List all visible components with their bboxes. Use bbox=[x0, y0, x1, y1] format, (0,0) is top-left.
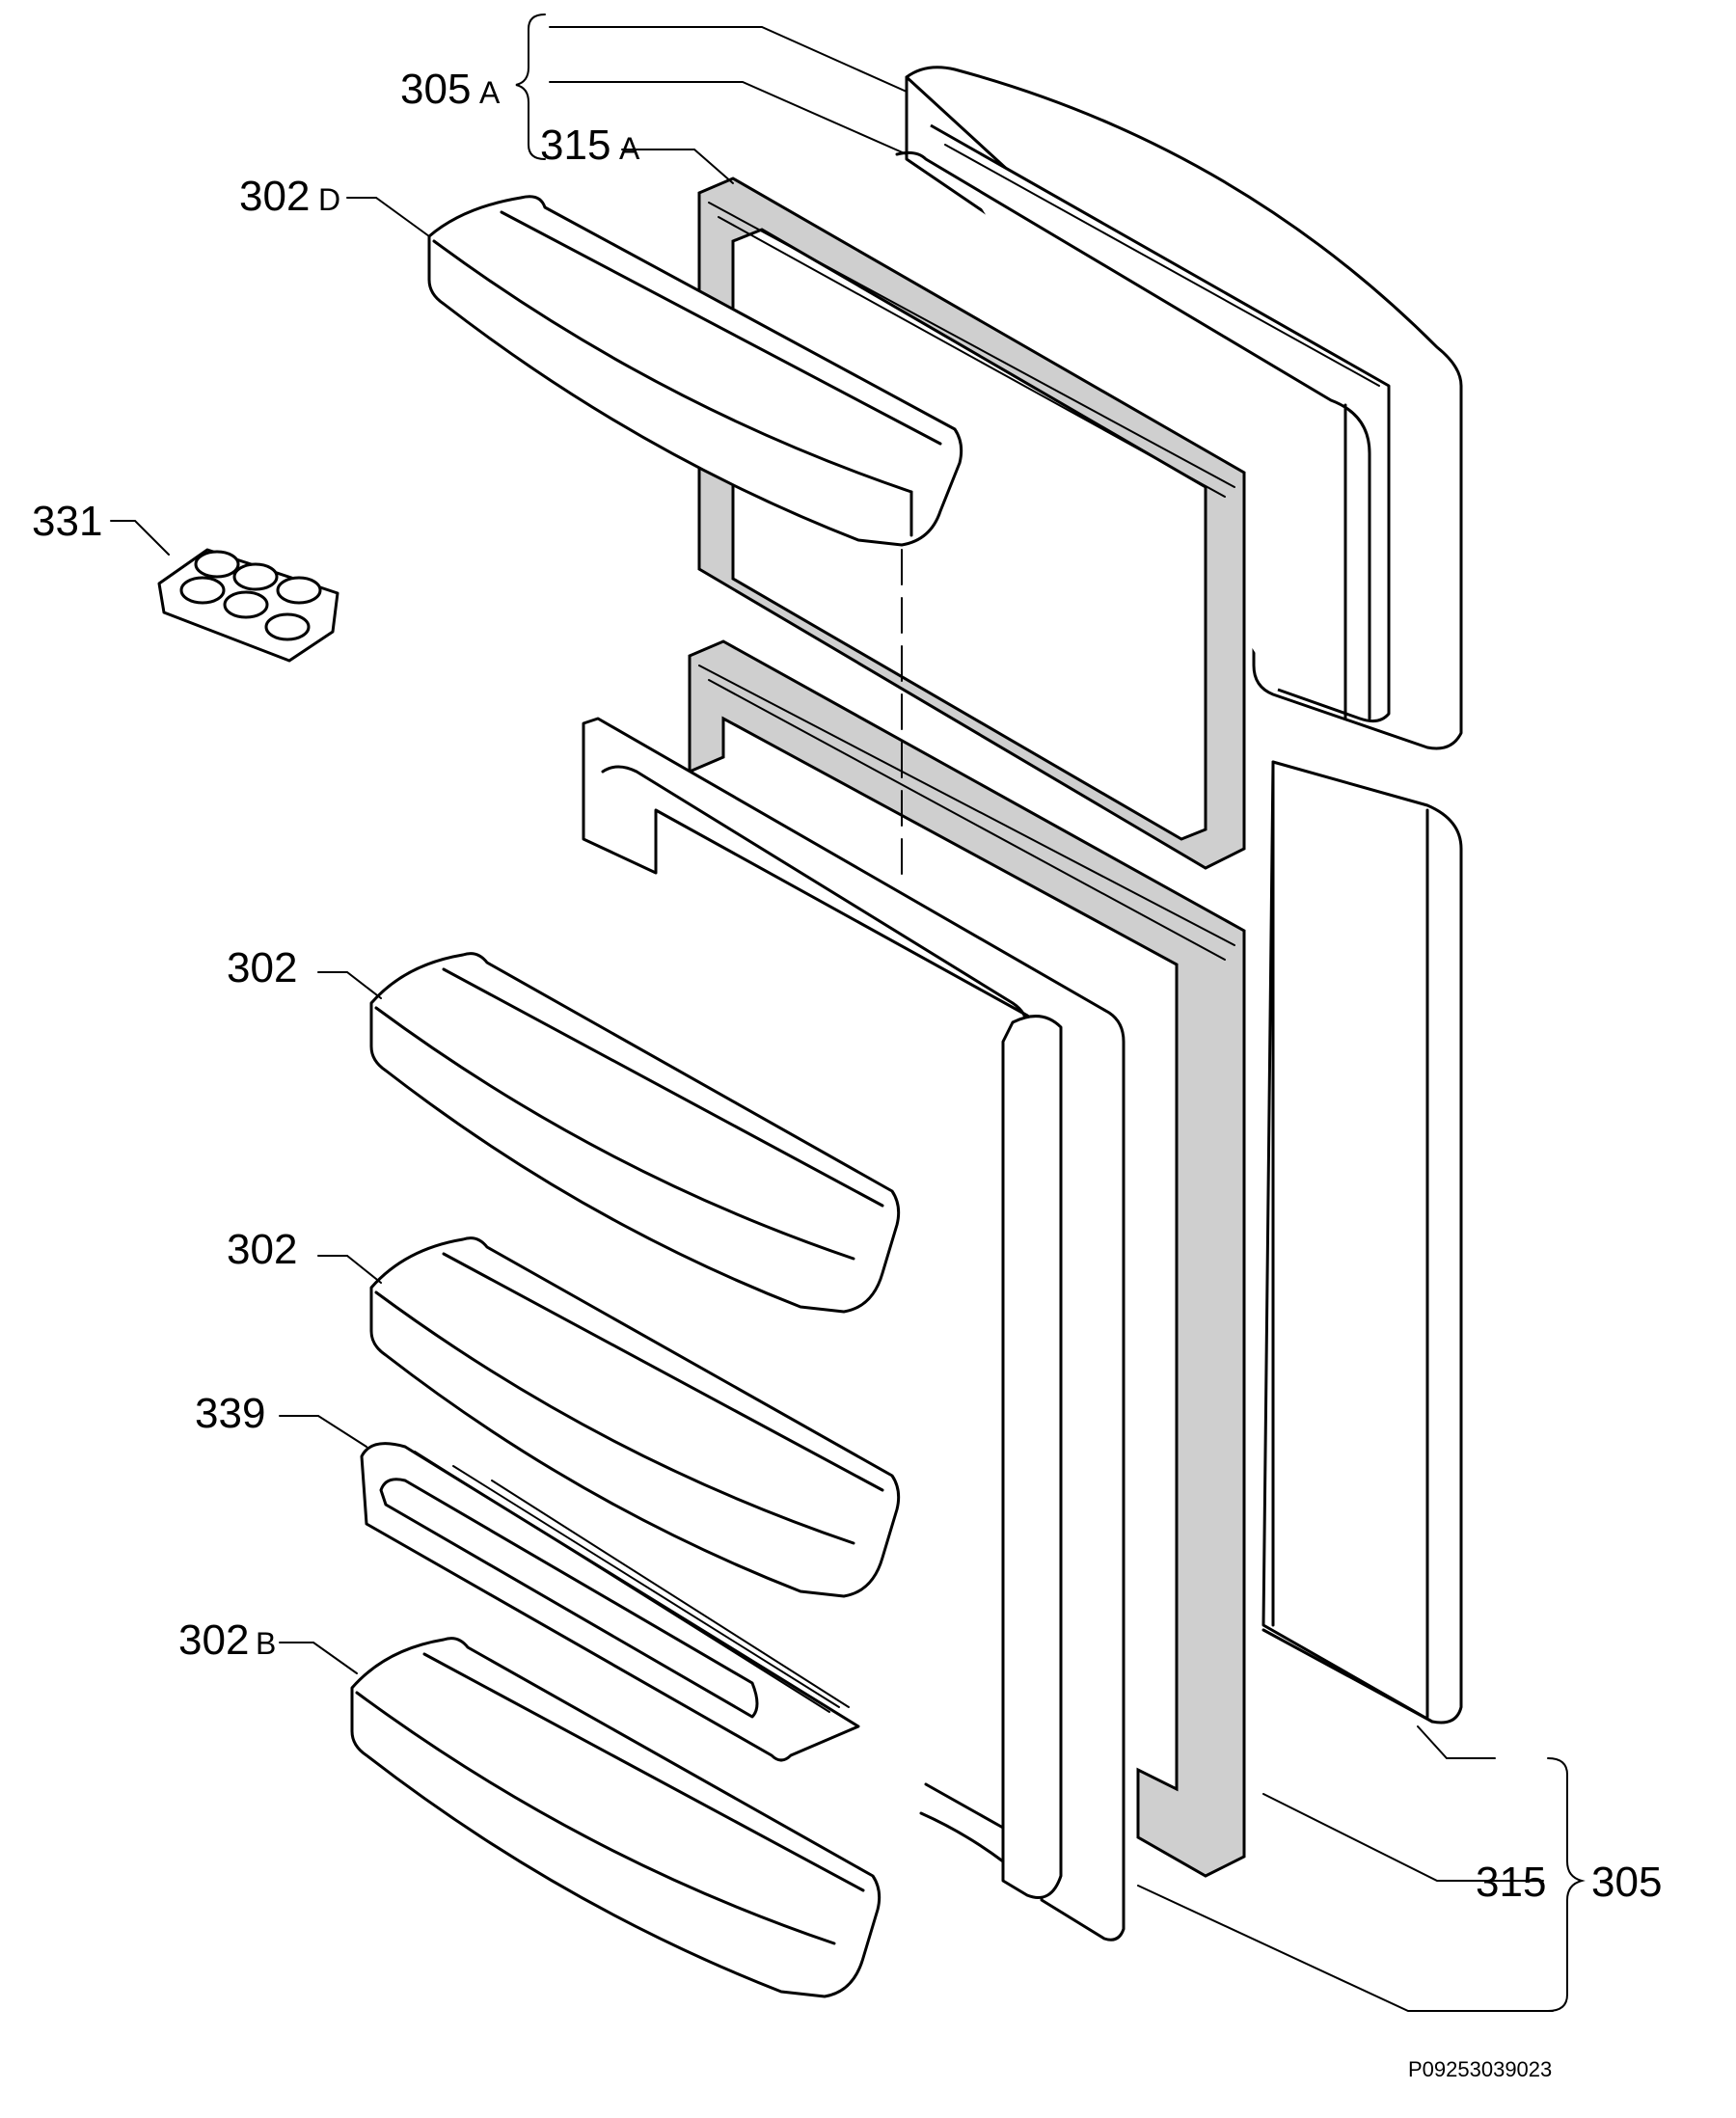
leader-lines bbox=[110, 14, 1586, 2012]
label-315: 315 bbox=[1476, 1859, 1546, 1906]
fridge-door-outer-panel bbox=[1261, 760, 1463, 1724]
egg-tray-331 bbox=[157, 548, 339, 663]
label-302d: 302 D bbox=[239, 173, 340, 220]
door-shelf-302-lower bbox=[369, 1236, 901, 1598]
svg-text:302: 302 bbox=[178, 1616, 249, 1664]
label-305: 305 bbox=[1591, 1859, 1662, 1906]
label-302b: 302 B bbox=[178, 1616, 276, 1664]
svg-text:D: D bbox=[318, 182, 340, 217]
svg-text:302: 302 bbox=[239, 173, 310, 220]
door-shelf-302-upper bbox=[369, 952, 901, 1314]
inner-door-liner bbox=[582, 717, 1126, 1942]
drawing-code: P09253039023 bbox=[1408, 2057, 1552, 2081]
label-302-lower: 302 bbox=[227, 1226, 297, 1273]
dairy-cover-339 bbox=[360, 1442, 860, 1762]
label-339: 339 bbox=[195, 1390, 265, 1437]
label-302-upper: 302 bbox=[227, 944, 297, 991]
label-331: 331 bbox=[32, 498, 102, 545]
svg-text:315: 315 bbox=[540, 122, 610, 169]
door-shelf-302b bbox=[350, 1637, 882, 1998]
label-305a: 305 A bbox=[400, 66, 501, 113]
svg-text:B: B bbox=[256, 1626, 276, 1661]
svg-text:A: A bbox=[619, 131, 640, 166]
svg-text:305: 305 bbox=[400, 66, 471, 113]
door-shelf-302d bbox=[427, 195, 963, 547]
svg-text:A: A bbox=[479, 75, 501, 110]
label-315a: 315 A bbox=[540, 122, 640, 169]
fridge-door-gasket bbox=[688, 639, 1246, 1878]
